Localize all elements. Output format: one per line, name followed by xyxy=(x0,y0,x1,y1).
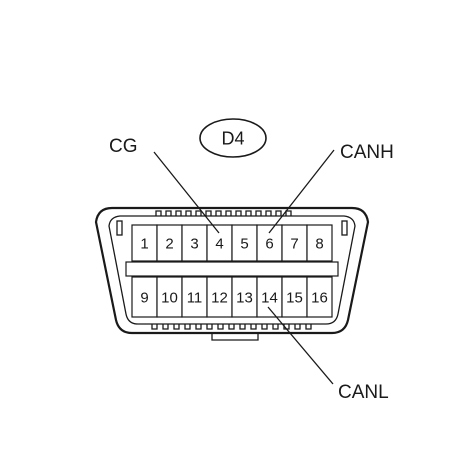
pin-cell xyxy=(156,276,183,318)
pin-number: 4 xyxy=(215,236,223,253)
pin-cell xyxy=(156,224,183,262)
latch-tooth xyxy=(228,324,235,330)
pin-5: 5 xyxy=(231,224,258,262)
pin-4: 4 xyxy=(206,224,233,262)
pin-number: 14 xyxy=(261,290,278,307)
signal-label-canl: CANL xyxy=(338,382,389,403)
latch-tooth xyxy=(272,324,279,330)
bottom-latch-teeth xyxy=(151,324,312,330)
pin-cell xyxy=(131,224,158,262)
right-guide xyxy=(341,220,348,236)
pin-number: 16 xyxy=(311,290,328,307)
latch-tooth xyxy=(151,324,158,330)
leader-line-cg xyxy=(153,151,220,234)
pin-number: 1 xyxy=(140,236,148,253)
latch-tooth xyxy=(162,324,169,330)
pin-number: 8 xyxy=(315,236,323,253)
pin-16: 16 xyxy=(306,276,333,318)
latch-tooth xyxy=(215,210,222,216)
left-guide xyxy=(116,220,123,236)
pin-cell xyxy=(281,276,308,318)
pin-11: 11 xyxy=(181,276,208,318)
pin-number: 13 xyxy=(236,290,253,307)
connector-id-label: D4 xyxy=(221,129,244,149)
latch-tooth xyxy=(225,210,232,216)
pin-13: 13 xyxy=(231,276,258,318)
latch-tooth xyxy=(195,210,202,216)
latch-tooth xyxy=(285,210,292,216)
pin-1: 1 xyxy=(131,224,158,262)
pin-number: 7 xyxy=(290,236,298,253)
latch-tooth xyxy=(185,210,192,216)
latch-tooth xyxy=(235,210,242,216)
pin-number: 3 xyxy=(190,236,198,253)
pin-10: 10 xyxy=(156,276,183,318)
latch-tooth xyxy=(255,210,262,216)
latch-tooth xyxy=(155,210,162,216)
pin-6: 6 xyxy=(256,224,283,262)
latch-tooth xyxy=(205,210,212,216)
pin-12: 12 xyxy=(206,276,233,318)
latch-tooth xyxy=(239,324,246,330)
top-latch-teeth xyxy=(155,210,292,216)
pin-cell xyxy=(131,276,158,318)
latch-tooth xyxy=(294,324,301,330)
latch-tooth xyxy=(261,324,268,330)
pin-14: 14 xyxy=(256,276,283,318)
latch-tooth xyxy=(173,324,180,330)
latch-tooth xyxy=(165,210,172,216)
pin-row-bottom: 9 10 11 12 13 14 15 16 xyxy=(131,276,333,318)
latch-tooth xyxy=(195,324,202,330)
latch-tooth xyxy=(245,210,252,216)
pin-8: 8 xyxy=(306,224,333,262)
pin-number: 10 xyxy=(161,290,178,307)
latch-tooth xyxy=(184,324,191,330)
pin-7: 7 xyxy=(281,224,308,262)
pin-9: 9 xyxy=(131,276,158,318)
latch-tooth xyxy=(175,210,182,216)
middle-separator xyxy=(125,261,339,277)
leader-line-canl xyxy=(267,306,334,385)
latch-tooth xyxy=(250,324,257,330)
connector-body-inner xyxy=(108,215,356,325)
bottom-key-tab xyxy=(211,333,259,341)
pin-number: 2 xyxy=(165,236,173,253)
latch-tooth xyxy=(275,210,282,216)
pin-cell xyxy=(306,276,333,318)
latch-tooth xyxy=(206,324,213,330)
pin-cell xyxy=(256,276,283,318)
signal-label-canh: CANH xyxy=(340,142,394,163)
connector-body-outline xyxy=(94,206,370,335)
pin-number: 5 xyxy=(240,236,248,253)
pin-2: 2 xyxy=(156,224,183,262)
pin-15: 15 xyxy=(281,276,308,318)
latch-tooth xyxy=(265,210,272,216)
pin-number: 15 xyxy=(286,290,303,307)
signal-label-cg: CG xyxy=(109,136,138,157)
connector-id-badge: D4 xyxy=(199,118,267,158)
pin-cell xyxy=(231,276,258,318)
pin-3: 3 xyxy=(181,224,208,262)
pin-number: 6 xyxy=(265,236,273,253)
latch-tooth xyxy=(217,324,224,330)
pin-number: 11 xyxy=(187,290,203,307)
pin-number: 9 xyxy=(140,290,148,307)
pin-cell xyxy=(306,224,333,262)
latch-tooth xyxy=(305,324,312,330)
pin-number: 12 xyxy=(211,290,228,307)
leader-line-canh xyxy=(268,149,335,234)
